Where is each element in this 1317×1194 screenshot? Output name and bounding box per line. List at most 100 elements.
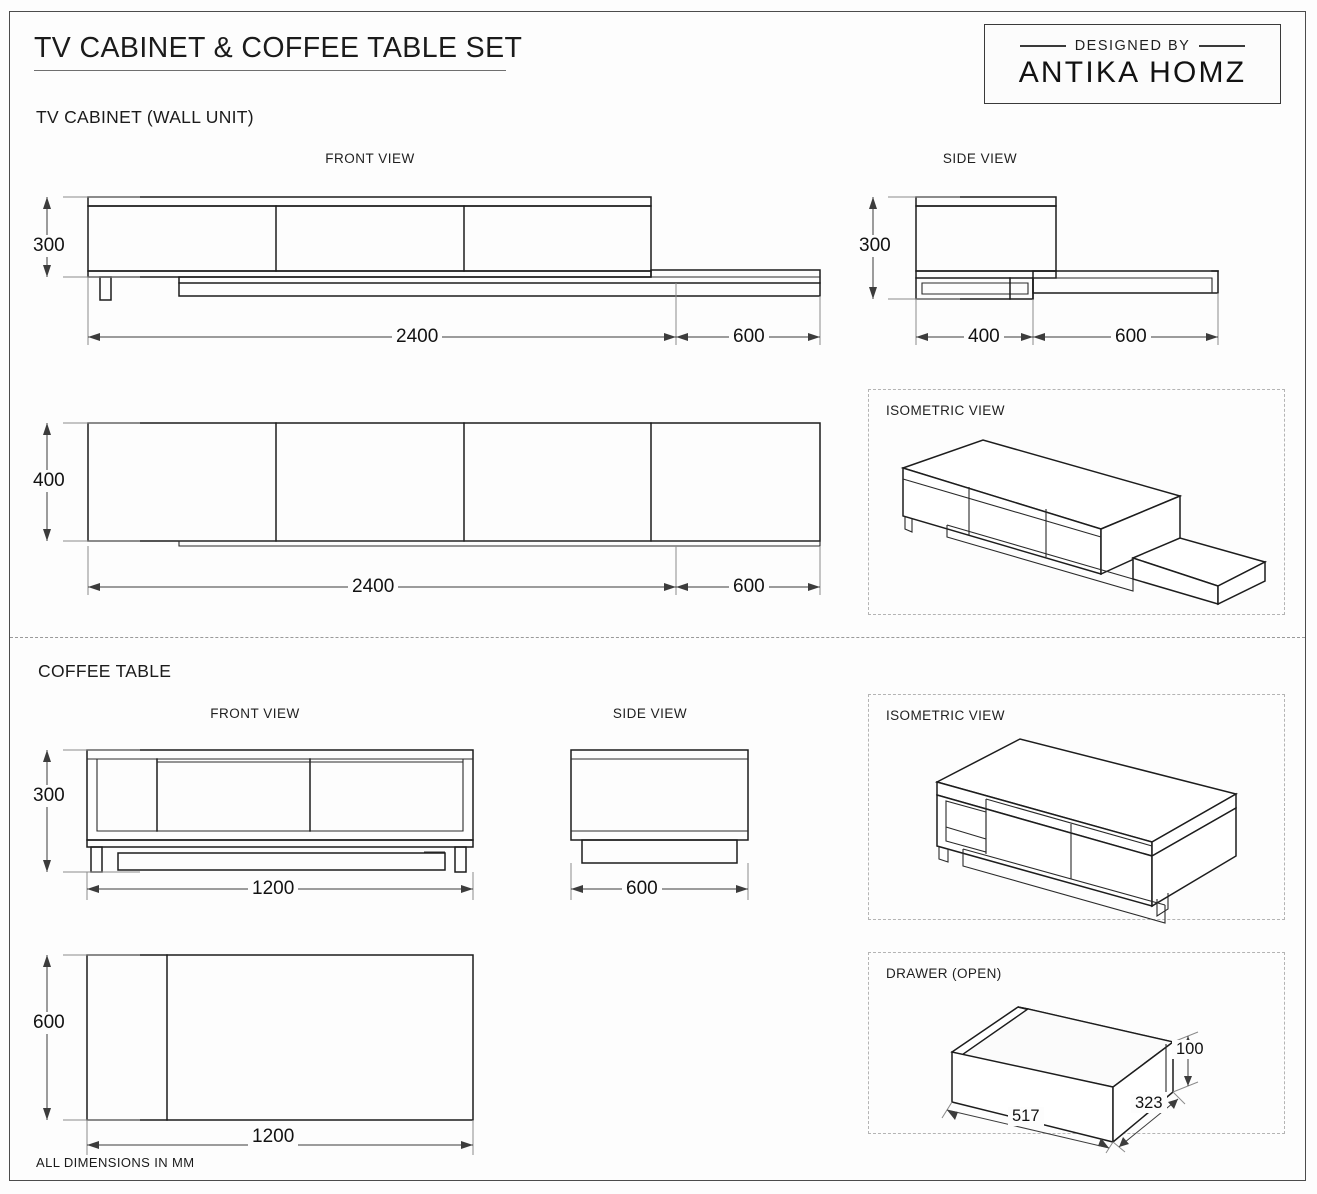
label-tv-front-view: FRONT VIEW bbox=[325, 151, 415, 166]
coffee-iso-plinth-top bbox=[962, 848, 1166, 906]
dim-coffee-top-width: 1200 bbox=[248, 1126, 299, 1148]
logo-rule-right-icon bbox=[1199, 45, 1246, 47]
coffee-top-arrow-up bbox=[43, 955, 51, 967]
tv-front-arrow-2400-left bbox=[88, 333, 100, 341]
tv-front-shelf-board bbox=[178, 282, 821, 297]
dim-coffee-side-width: 600 bbox=[622, 878, 662, 900]
label-coffee-side-view: SIDE VIEW bbox=[612, 706, 688, 721]
tv-front-left-leg bbox=[99, 276, 112, 301]
drawer-arrow-517-right bbox=[1098, 1138, 1109, 1148]
tv-side-base-outline bbox=[915, 277, 1034, 300]
drawing-tv-top-view bbox=[43, 422, 821, 595]
dim-coffee-front-width: 1200 bbox=[248, 878, 299, 900]
logo-subtitle: DESIGNED BY bbox=[1074, 38, 1191, 54]
coffee-front-arrow-down bbox=[43, 860, 51, 872]
frame-coffee-isometric bbox=[868, 694, 1285, 920]
coffee-front-arrow-1200-right bbox=[461, 885, 473, 893]
drawing-coffee-side-view bbox=[570, 749, 749, 900]
drawer-ext-323-right bbox=[1172, 1091, 1186, 1105]
dim-tv-side-depth-main: 400 bbox=[964, 326, 1004, 348]
drawer-dim-323-line bbox=[1118, 1098, 1179, 1148]
tv-front-top-panel bbox=[87, 196, 652, 207]
logo-brand-name: ANTIKA HOMZ bbox=[1018, 56, 1247, 89]
drawer-arrow-323-top bbox=[1168, 1099, 1178, 1109]
tv-side-carcass bbox=[915, 205, 1057, 272]
coffee-iso-left-leg bbox=[938, 846, 949, 863]
dim-tv-front-width-main: 2400 bbox=[392, 326, 443, 348]
coffee-iso-plinth bbox=[962, 849, 1166, 924]
logo-block: DESIGNED BY ANTIKA HOMZ bbox=[984, 24, 1281, 104]
coffee-front-bottom-rail bbox=[86, 839, 474, 848]
tv-top-carcass bbox=[87, 422, 652, 542]
drawer-arrow-323-bottom bbox=[1119, 1137, 1129, 1147]
coffee-side-arrow-600-left bbox=[571, 885, 583, 893]
coffee-top-arrow-1200-left bbox=[87, 1141, 99, 1149]
tv-side-arrow-400-left bbox=[916, 333, 928, 341]
tv-top-arrow-2400-right bbox=[664, 583, 676, 591]
tv-front-arrow-2400-right bbox=[664, 333, 676, 341]
dim-tv-top-depth: 400 bbox=[29, 470, 69, 492]
tv-front-arrow-600-left bbox=[676, 333, 688, 341]
coffee-front-carcass bbox=[86, 749, 474, 841]
section-title-coffee-table: COFFEE TABLE bbox=[38, 661, 172, 681]
tv-top-arrow-2400-left bbox=[88, 583, 100, 591]
drawing-tv-front-view bbox=[43, 196, 821, 345]
section-title-tv-cabinet: TV CABINET (WALL UNIT) bbox=[36, 107, 254, 127]
label-coffee-isometric-view: ISOMETRIC VIEW bbox=[886, 708, 1005, 723]
dim-coffee-front-height: 300 bbox=[29, 785, 69, 807]
drawer-dim-517-line bbox=[946, 1109, 1110, 1149]
tv-top-arrow-600-left bbox=[676, 583, 688, 591]
label-tv-isometric-view: ISOMETRIC VIEW bbox=[886, 403, 1005, 418]
tv-side-bottom-rail bbox=[915, 270, 1057, 279]
dim-coffee-top-depth: 600 bbox=[29, 1012, 69, 1034]
tv-iso-drawer-top-line bbox=[902, 478, 1102, 538]
tv-side-shelf bbox=[1032, 270, 1219, 294]
coffee-front-arrow-1200-left bbox=[87, 885, 99, 893]
coffee-top-surface bbox=[86, 954, 474, 1121]
tv-side-shelf-edge bbox=[1033, 277, 1213, 293]
coffee-side-arrow-600-right bbox=[736, 885, 748, 893]
coffee-front-inner-panel bbox=[96, 758, 464, 832]
dim-tv-side-depth-ext: 600 bbox=[1111, 326, 1151, 348]
tv-top-arrow-down bbox=[43, 529, 51, 541]
tv-iso-plinth-top bbox=[946, 524, 1134, 580]
coffee-iso-shelf-line bbox=[945, 826, 987, 840]
tv-side-arrow-600-left bbox=[1033, 333, 1045, 341]
drawing-drawer-open bbox=[941, 1006, 1199, 1154]
tv-top-arrow-up bbox=[43, 423, 51, 435]
drawing-tv-isometric bbox=[900, 439, 1268, 606]
coffee-front-right-leg bbox=[454, 846, 467, 873]
tv-top-shelf bbox=[650, 422, 821, 542]
tv-front-dim-arrow-up bbox=[43, 197, 51, 209]
coffee-top-arrow-1200-right bbox=[461, 1141, 473, 1149]
title-underline bbox=[34, 70, 506, 71]
logo-rule-left-icon bbox=[1019, 45, 1066, 47]
drawer-arrow-height-down bbox=[1184, 1076, 1192, 1086]
drawing-coffee-isometric bbox=[934, 738, 1238, 924]
drawing-tv-side-view bbox=[869, 196, 1219, 345]
dim-tv-front-width-ext: 600 bbox=[729, 326, 769, 348]
coffee-top-arrow-down bbox=[43, 1108, 51, 1120]
tv-front-bottom-rail bbox=[87, 270, 652, 278]
coffee-front-plinth bbox=[117, 852, 446, 871]
coffee-front-left-leg bbox=[90, 846, 103, 873]
label-drawer-open: DRAWER (OPEN) bbox=[886, 966, 1002, 981]
coffee-front-arrow-up bbox=[43, 750, 51, 762]
tv-side-arrow-up bbox=[869, 197, 877, 209]
section-divider bbox=[10, 637, 1305, 638]
tv-side-arrow-400-right bbox=[1021, 333, 1033, 341]
tv-iso-left-leg bbox=[904, 516, 913, 533]
drawer-arrow-517-left bbox=[947, 1110, 958, 1120]
coffee-side-carcass bbox=[570, 749, 749, 841]
frame-tv-isometric bbox=[868, 389, 1285, 615]
page-title: TV CABINET & COFFEE TABLE SET bbox=[34, 32, 523, 64]
coffee-iso-drawer-top-line bbox=[985, 798, 1153, 847]
tv-top-arrow-600-right bbox=[808, 583, 820, 591]
tv-iso-plinth bbox=[946, 525, 1134, 592]
tv-front-carcass bbox=[87, 205, 652, 272]
tv-iso-shelf-end bbox=[1217, 560, 1266, 606]
tv-side-top-cap bbox=[915, 196, 1057, 207]
label-tv-side-view: SIDE VIEW bbox=[942, 151, 1018, 166]
dim-drawer-length: 517 bbox=[1008, 1107, 1044, 1126]
